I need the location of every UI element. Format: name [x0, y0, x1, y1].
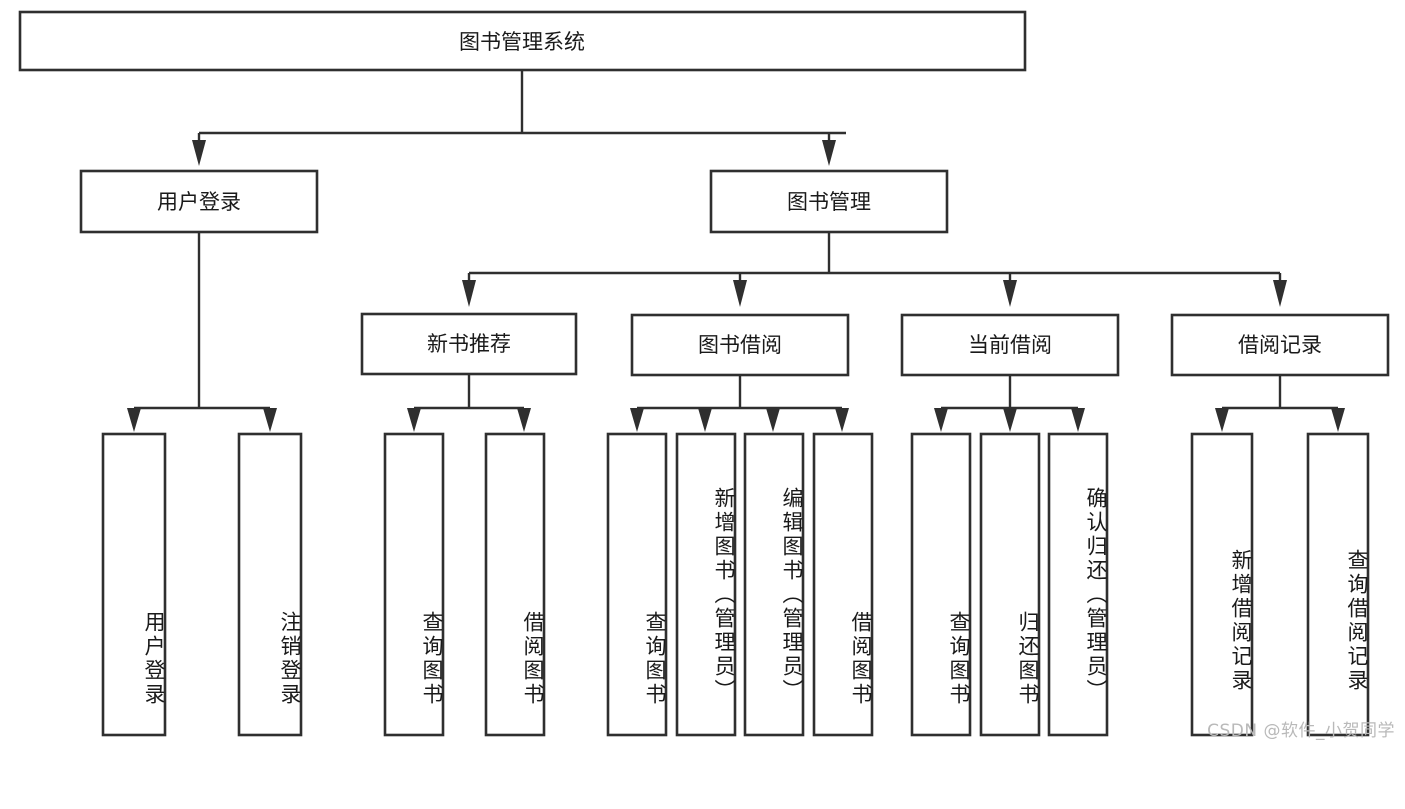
node-user-login[interactable]: 用户登录 — [79, 169, 319, 234]
node-leaf-query-book-2[interactable] — [606, 432, 668, 737]
node-leaf-query-record[interactable] — [1306, 432, 1370, 737]
node-leaf-user-logout[interactable] — [237, 432, 303, 737]
node-leaf-add-book[interactable] — [675, 432, 737, 737]
connector-bookborrow-to-leaves — [630, 375, 849, 432]
arrow-head-icon — [1071, 408, 1085, 432]
arrow-head-icon — [1003, 280, 1017, 307]
arrow-head-icon — [127, 408, 141, 432]
connector-bookmgmt-to-level3 — [462, 232, 1287, 307]
node-root-label: 图书管理系统 — [459, 30, 585, 54]
arrow-head-icon — [1215, 408, 1229, 432]
csdn-watermark: CSDN @软件_小贺同学 — [1207, 721, 1395, 741]
node-leaf-borrow-book-1[interactable] — [484, 432, 546, 737]
node-book-management[interactable]: 图书管理 — [709, 169, 949, 234]
node-current-borrow[interactable]: 当前借阅 — [900, 313, 1120, 377]
node-book-borrow-label: 图书借阅 — [698, 333, 782, 357]
arrow-head-icon — [835, 408, 849, 432]
connector-currentborrow-to-leaves — [934, 375, 1085, 432]
arrow-head-icon — [1273, 280, 1287, 307]
connector-newbook-to-leaves — [407, 374, 531, 432]
arrow-head-icon — [766, 408, 780, 432]
node-user-login-label: 用户登录 — [157, 190, 241, 214]
node-leaf-user-login[interactable] — [101, 432, 167, 737]
node-borrow-record[interactable]: 借阅记录 — [1170, 313, 1390, 377]
node-book-management-label: 图书管理 — [787, 190, 871, 214]
arrow-head-icon — [462, 280, 476, 307]
node-leaf-add-record[interactable] — [1190, 432, 1254, 737]
node-leaf-query-book-3[interactable] — [910, 432, 972, 737]
node-borrow-record-label: 借阅记录 — [1238, 333, 1322, 357]
node-new-book-recommend-label: 新书推荐 — [427, 332, 511, 356]
arrow-head-icon — [630, 408, 644, 432]
node-leaf-edit-book[interactable] — [743, 432, 805, 737]
arrow-head-icon — [263, 408, 277, 432]
node-leaf-confirm-return[interactable] — [1047, 432, 1109, 737]
node-leaf-borrow-book-2[interactable] — [812, 432, 874, 737]
connector-userlogin-to-leaves — [127, 232, 277, 432]
arrow-head-icon — [407, 408, 421, 432]
arrow-head-icon — [934, 408, 948, 432]
connector-borrowrecord-to-leaves — [1215, 375, 1345, 432]
node-new-book-recommend[interactable]: 新书推荐 — [360, 312, 578, 376]
node-book-borrow[interactable]: 图书借阅 — [630, 313, 850, 377]
node-leaf-query-book-1[interactable] — [383, 432, 445, 737]
arrow-head-icon — [822, 140, 836, 166]
arrow-head-icon — [698, 408, 712, 432]
arrow-head-icon — [192, 140, 206, 166]
node-root[interactable]: 图书管理系统 — [18, 10, 1027, 72]
flowchart-canvas: 图书管理系统 用户登录 图书管理 新书推荐 图书借阅 当前借阅 借阅记录 — [18, 10, 1395, 741]
flowchart-svg: 图书管理系统 用户登录 图书管理 新书推荐 图书借阅 当前借阅 借阅记录 — [18, 10, 1390, 737]
arrow-head-icon — [1003, 408, 1017, 432]
arrow-head-icon — [1331, 408, 1345, 432]
arrow-head-icon — [733, 280, 747, 307]
connector-root-to-level2 — [192, 70, 846, 166]
arrow-head-icon — [517, 408, 531, 432]
node-current-borrow-label: 当前借阅 — [968, 333, 1052, 357]
node-leaf-return-book[interactable] — [979, 432, 1041, 737]
